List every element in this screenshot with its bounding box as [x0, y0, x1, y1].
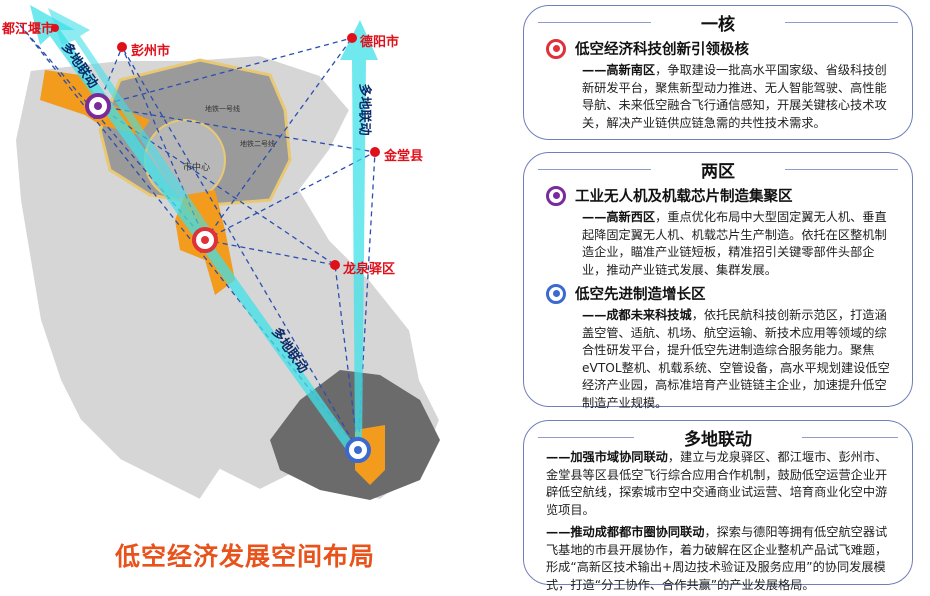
metro-line-1-label: 地铁一号线 — [205, 105, 240, 113]
item-text: ，争取建设一批高水平国家级、省级科技创新研发平台，聚焦新型动力推进、无人智能驾驶… — [582, 63, 887, 130]
arrow-northwest — [30, 5, 358, 455]
arrow-label: 多地联动 — [356, 83, 372, 136]
arrow-center — [48, 8, 218, 245]
card-heading: 两区 — [701, 161, 735, 182]
city-label-longquanyi: 龙泉驿区 — [343, 262, 396, 277]
blue-hub-icon — [546, 283, 566, 304]
hub-markers — [85, 93, 371, 463]
card-one-core: 一核 低空经济科技创新引领极核 ——高新南区，争取建设一批高水平国家级、省级科技… — [523, 5, 913, 140]
city-center-label: 市中心 — [183, 163, 211, 173]
map-graphic — [13, 5, 442, 502]
purple-hub-icon — [546, 185, 566, 206]
red-hub-icon — [546, 38, 566, 59]
item-lead: ——加强市域协同联动 — [546, 450, 668, 464]
item-title: 低空先进制造增长区 — [575, 287, 706, 303]
city-label-dujiangyan: 都江堰市 — [2, 22, 55, 37]
city-label-deyang: 德阳市 — [360, 35, 400, 50]
item-text: ，探索与德阳等拥有低空航空器试飞基地的市县开展协作，着力破解在区企业整机产品试飞… — [546, 525, 888, 592]
card-heading: 多地联动 — [684, 429, 752, 450]
card-heading: 一核 — [701, 14, 735, 35]
item-lead: ——成都未来科技城 — [582, 308, 692, 322]
item-title: 低空经济科技创新引领极核 — [575, 42, 749, 58]
item-lead: ——推动成都都市圈协同联动 — [546, 525, 705, 539]
item-title: 工业无人机及机载芯片制造集聚区 — [575, 189, 793, 205]
city-label-pengzhou: 彭州市 — [131, 44, 171, 59]
arrow-north — [340, 20, 378, 448]
spatial-layout-map: 都江堰市 彭州市 德阳市 金堂县 龙泉驿区 多地联动 多地联动 多地联动 地铁一… — [2, 5, 442, 571]
city-label-jintang: 金堂县 — [384, 149, 424, 164]
item-text: ，重点优化布局中大型固定翼无人机、垂直起降固定翼无人机、机载芯片生产制造。依托在… — [582, 210, 887, 277]
item-lead: ——高新西区 — [582, 210, 656, 224]
card-two-zones: 两区 工业无人机及机载芯片制造集聚区 ——高新西区，重点优化布局中大型固定翼无人… — [523, 152, 913, 410]
map-title: 低空经济发展空间布局 — [115, 542, 376, 571]
item-text: ，建立与龙泉驿区、都江堰市、彭州市、金堂县等区县低空飞行综合应用合作机制，鼓励低… — [546, 450, 888, 517]
card-multi-linkage: 多地联动 ——加强市域协同联动，建立与龙泉驿区、都江堰市、彭州市、金堂县等区县低… — [523, 420, 913, 592]
metro-line-2-label: 地铁二号线 — [240, 140, 275, 148]
item-text: ，依托民航科技创新示范区，打造涵盖空管、适航、机场、航空运输、新技术应用等领域的… — [582, 308, 890, 410]
item-lead: ——高新南区 — [582, 63, 656, 77]
